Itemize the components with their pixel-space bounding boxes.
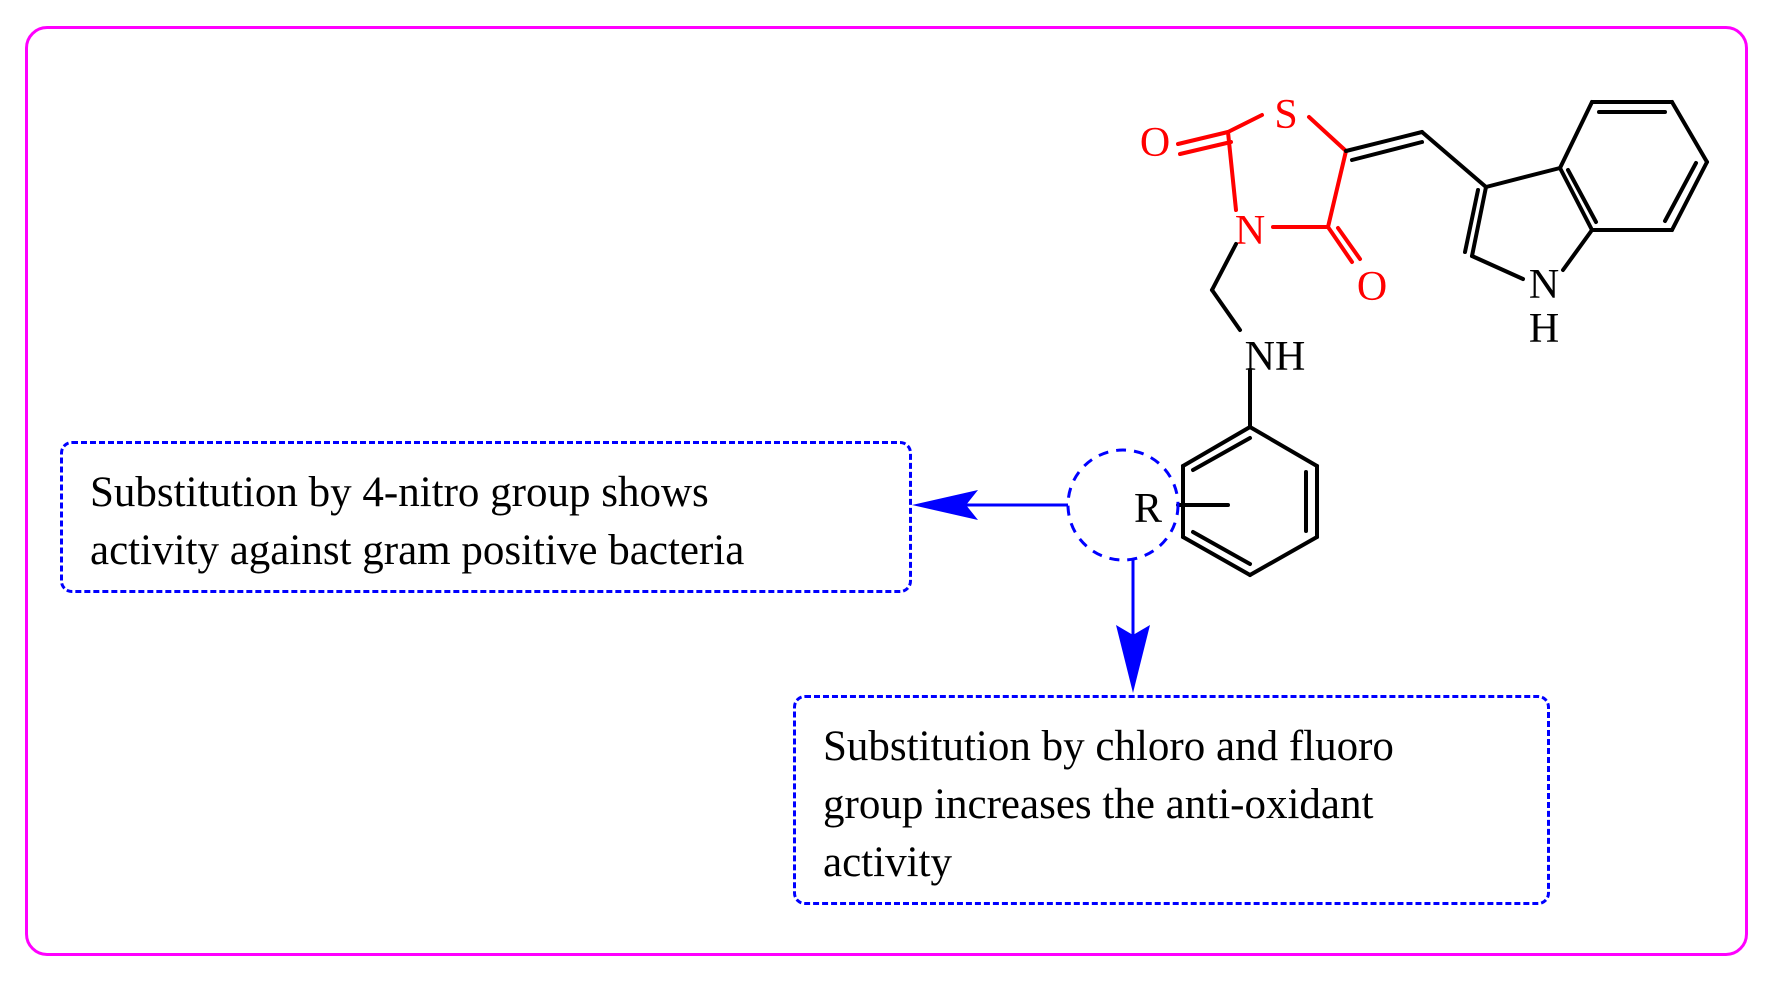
bond-exocyclic [1344, 130, 1424, 153]
callout-line: Substitution by 4-nitro group shows [90, 469, 709, 516]
bond-c3-c2 [1470, 185, 1488, 258]
callout-box-antibacterial: Substitution by 4-nitro group shows acti… [60, 441, 912, 593]
bond-c2-o [1176, 130, 1230, 146]
callout-markers [958, 448, 1180, 640]
skeleton-atom-labels: NH N H R [1134, 262, 1559, 532]
bond-c3a-c4 [1558, 100, 1594, 170]
thiazolidinedione-core [1176, 113, 1362, 264]
callout-line: activity against gram positive bacteria [90, 527, 745, 574]
bond-c3a-c3 [1484, 166, 1562, 189]
r-group-highlight-circle [1066, 448, 1180, 562]
molecule-skeleton [1176, 100, 1709, 577]
oxygen-atom-left: O [1140, 120, 1170, 166]
bond-ph-3 [1248, 535, 1319, 577]
bond-c7a-c3a [1558, 166, 1594, 232]
r-group-label: R [1134, 486, 1162, 532]
bond-c2-n1 [1470, 254, 1525, 281]
nitrogen-atom-ring: N [1235, 208, 1265, 254]
bond-c6-c7 [1670, 160, 1709, 232]
figure-border [25, 26, 1748, 956]
bond-ph-4 [1181, 535, 1252, 577]
arrow-down-head [1116, 625, 1150, 693]
bond-methine-indole [1420, 130, 1488, 189]
arrow-heads [912, 490, 1150, 693]
bond-ph-6-double [1191, 436, 1252, 472]
oxygen-atom-right: O [1357, 264, 1387, 310]
bond-c5-c6 [1670, 100, 1709, 164]
callout-line: group increases the anti-oxidant [823, 781, 1374, 828]
bond-c2-s [1226, 113, 1264, 134]
bond-ph-1 [1248, 425, 1319, 468]
bond-c3-c2-double [1463, 188, 1480, 254]
bond-ch2-nh [1210, 288, 1242, 332]
bond-c4-o [1326, 225, 1354, 264]
bond-n-c2 [1226, 130, 1238, 212]
nh-linker-label: NH [1245, 334, 1306, 380]
arrow-left-head [912, 490, 978, 520]
indole-hydrogen: H [1529, 306, 1559, 352]
bond-n1-c7a [1561, 228, 1594, 272]
bond-s-c5 [1307, 115, 1348, 153]
bond-c2-o-double [1178, 140, 1233, 156]
bond-c5-c4 [1326, 149, 1348, 229]
callout-box-antioxidant: Substitution by chloro and fluoro group … [793, 695, 1550, 905]
bond-n-ch2 [1210, 242, 1238, 292]
core-atom-labels: S O N O [1140, 92, 1387, 310]
bond-ph-6 [1181, 425, 1252, 468]
bond-c7a-c3a-double [1566, 168, 1598, 224]
sulfur-atom: S [1274, 92, 1297, 138]
bond-exocyclic-double [1350, 140, 1424, 162]
bond-c4-o-double [1336, 226, 1362, 261]
bond-c6-c7-double [1663, 161, 1698, 223]
indole-nitrogen: N [1529, 262, 1559, 308]
callout-line: Substitution by chloro and fluoro [823, 723, 1394, 770]
callout-line: activity [823, 839, 952, 886]
bond-ph-4-double [1191, 530, 1252, 566]
